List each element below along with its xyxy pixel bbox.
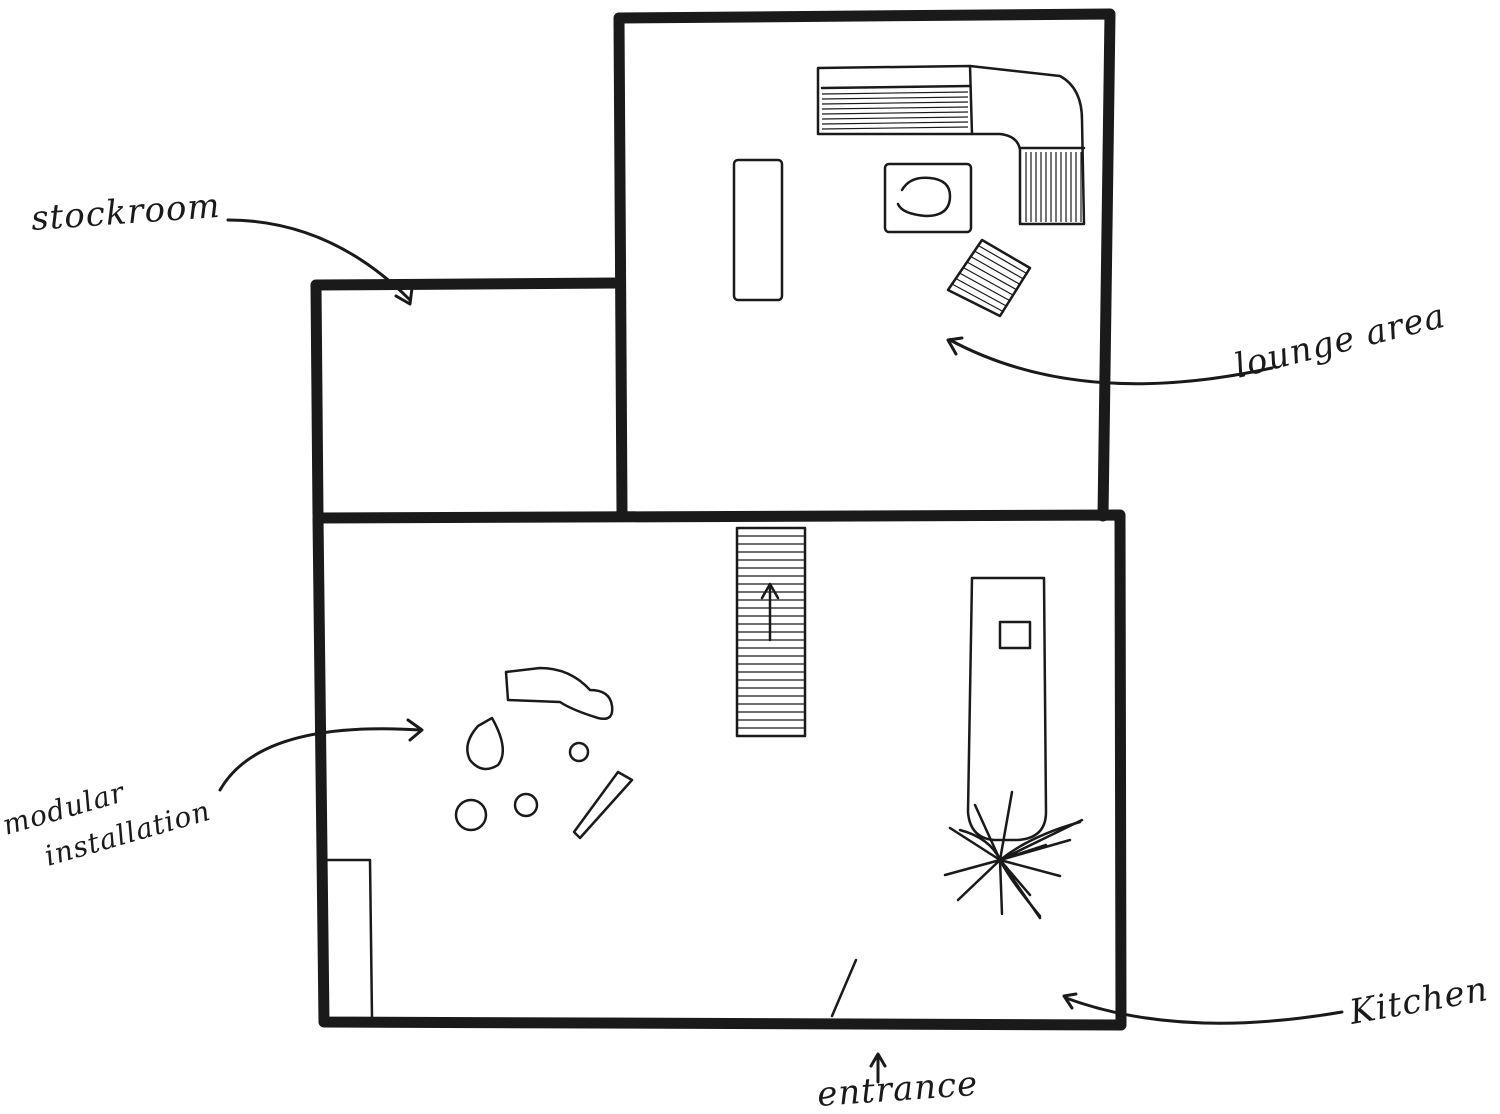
lounge-sofa — [816, 64, 1086, 226]
entrance-door — [830, 958, 858, 1018]
lounge-coffee-table — [883, 162, 973, 234]
kitchen-counter — [966, 576, 1048, 842]
label-stockroom: stockroom — [30, 186, 222, 239]
kitchen-arrow — [1064, 996, 1344, 1025]
label-lounge-area: lounge area — [1231, 296, 1450, 387]
module-circle-mid — [513, 792, 539, 818]
walls — [310, 8, 1127, 1031]
ground-room-walls — [312, 509, 1127, 1031]
module-wedge — [572, 770, 634, 840]
modular-installation — [454, 666, 634, 840]
label-entrance: entrance — [816, 1064, 980, 1114]
lounge-shelf — [732, 158, 784, 302]
lounge-room-walls — [613, 8, 1116, 522]
module-curved-piece — [504, 666, 614, 720]
labels: stockroom lounge area modular installati… — [0, 186, 1491, 1114]
staircase — [735, 526, 807, 738]
lounge-arrow — [948, 338, 1274, 386]
lounge-armchair — [946, 238, 1032, 318]
module-circle-left — [454, 798, 488, 832]
annotation-arrows — [218, 218, 1344, 1084]
module-small-circle — [568, 741, 590, 763]
stockroom-walls — [310, 277, 624, 521]
plant-icon — [943, 790, 1084, 920]
module-drop-shape — [466, 716, 505, 771]
stockroom-arrow — [226, 218, 412, 302]
modular-arrow — [218, 727, 422, 792]
side-cabinet — [320, 858, 374, 1020]
label-kitchen: Kitchen — [1346, 969, 1492, 1033]
